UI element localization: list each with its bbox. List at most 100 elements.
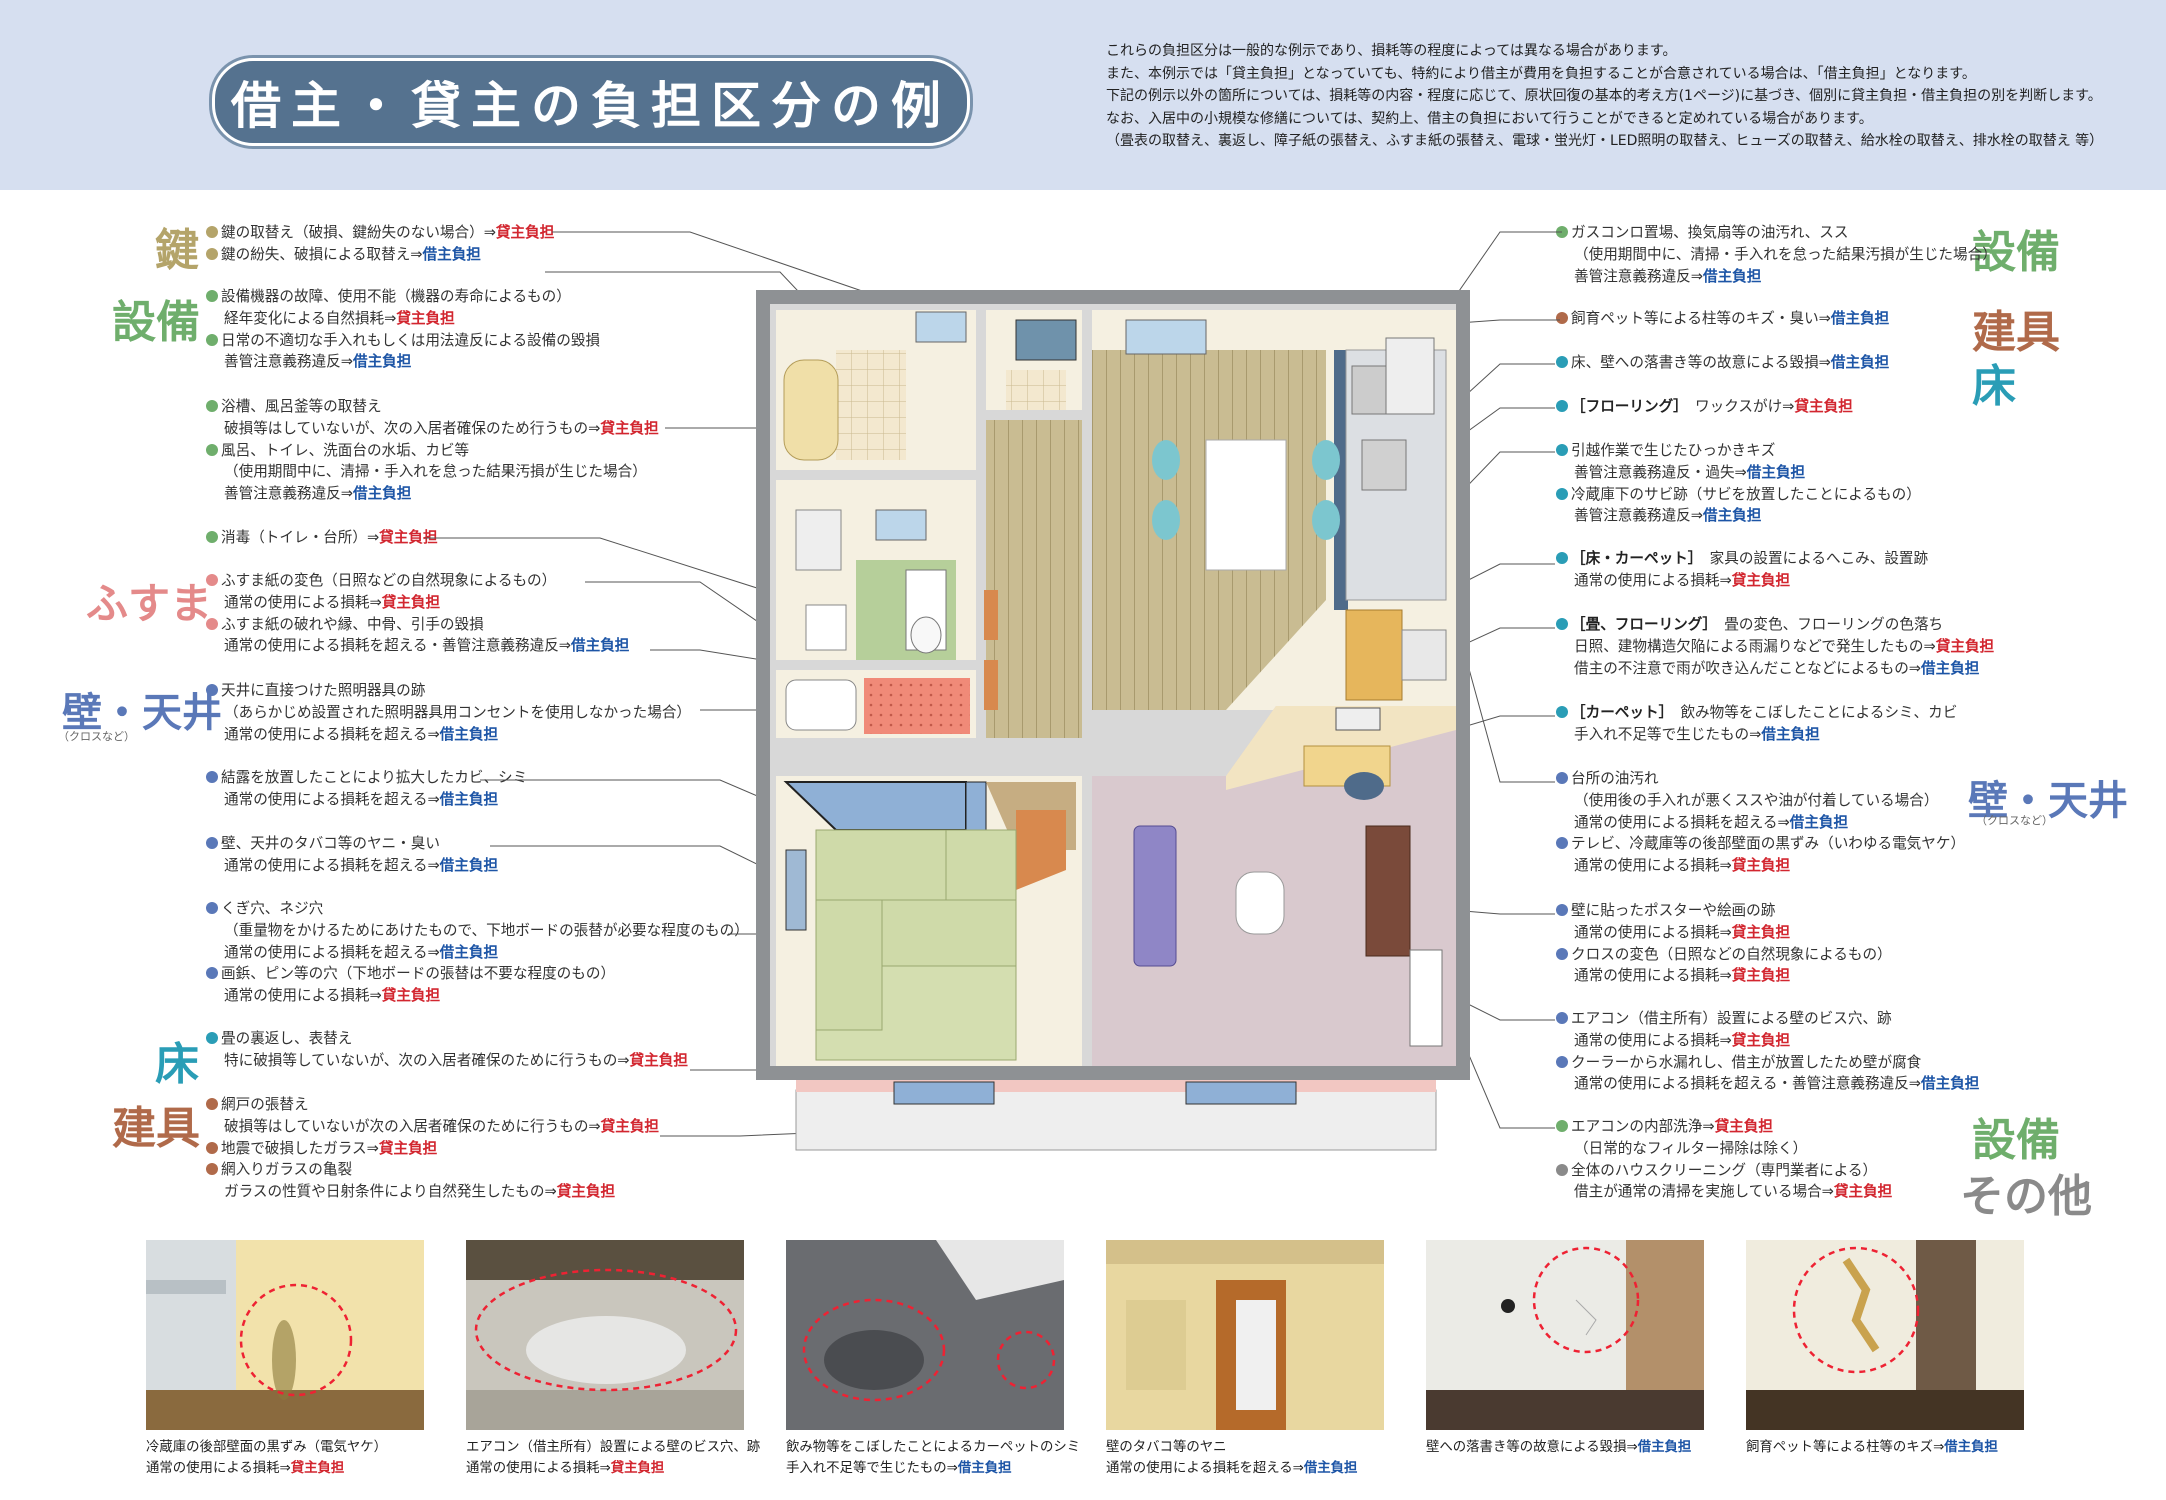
- annotation-line: ふすま紙の変色（日照などの自然現象によるもの）: [206, 570, 629, 592]
- annotation-bracket-label: ［床・カーペット］: [1571, 550, 1696, 567]
- annotation-line: 全体のハウスクリーニング（専門業者による）: [1556, 1160, 1892, 1182]
- landlord-burden-tag: 貸主負担: [600, 1117, 660, 1135]
- category-fixture: 建具: [112, 1103, 200, 1154]
- bullet-icon: [1556, 837, 1568, 850]
- tenant-burden-tag: 借主負担: [1746, 463, 1806, 481]
- dining-table: [1205, 439, 1287, 571]
- annotation-line: 通常の使用による損耗を超える⇒借主負担: [206, 855, 498, 877]
- sofa-icon: [1133, 825, 1177, 967]
- annotation-line: ふすま紙の破れや縁、中骨、引手の毀損: [206, 614, 629, 636]
- annotation-block: ［フローリング］ ワックスがけ⇒貸主負担: [1556, 396, 1853, 418]
- annotation-line: エアコン（借主所有）設置による壁のビス穴、跡: [1556, 1008, 1979, 1030]
- annotation-text: ガスコンロ置場、換気扇等の油汚れ、スス: [1571, 224, 1849, 241]
- tenant-burden-tag: 借主負担: [1921, 1075, 1980, 1093]
- annotation-line: クロスの変色（日照などの自然現象によるもの）: [1556, 944, 1892, 966]
- tenant-burden-tag: 借主負担: [439, 943, 499, 961]
- bullet-icon: [206, 531, 218, 543]
- annotation-block: 壁、天井のタバコ等のヤニ・臭い通常の使用による損耗を超える⇒借主負担: [206, 833, 498, 877]
- annotation-line: 通常の使用による損耗を超える⇒借主負担: [206, 724, 691, 746]
- annotation-text: 通常の使用による損耗を超える・善管注意義務違反⇒: [1574, 1075, 1922, 1093]
- annotation-block: くぎ穴、ネジ穴（重量物をかけるためにあけたもので、下地ボードの張替が必要な程度の…: [206, 898, 749, 1007]
- annotation-text: 特に破損等していないが、次の入居者確保のために行うもの⇒: [224, 1051, 630, 1069]
- annotation-text: 全体のハウスクリーニング（専門業者による）: [1571, 1161, 1878, 1179]
- annotation-line: 通常の使用による損耗⇒貸主負担: [1556, 965, 1892, 987]
- annotation-line: 壁に貼ったポスターや絵画の跡: [1556, 900, 1892, 922]
- annotation-line: 日照、建物構造欠陥による雨漏りなどで発生したもの⇒貸主負担: [1556, 636, 1994, 658]
- annotation-text: 通常の使用による損耗⇒: [1574, 1031, 1732, 1049]
- landlord-burden-tag: 貸主負担: [381, 593, 441, 611]
- landlord-burden-tag: 貸主負担: [1731, 1031, 1791, 1049]
- floor-plan-illustration: [756, 290, 1470, 1151]
- annotation-text: 結露を放置したことにより拡大したカビ、シミ: [221, 769, 528, 786]
- bullet-icon: [206, 400, 218, 412]
- category-fusuma: ふすま: [86, 579, 213, 628]
- bullet-icon: [206, 1141, 218, 1154]
- category-wall-note: （クロスなど）: [58, 730, 135, 743]
- annotation-line: 善管注意義務違反⇒借主負担: [1556, 505, 1921, 527]
- annotation-line: 善管注意義務違反⇒借主負担: [206, 351, 600, 373]
- bullet-icon: [206, 1032, 218, 1044]
- annotation-line: 特に破損等していないが、次の入居者確保のために行うもの⇒貸主負担: [206, 1050, 688, 1072]
- annotation-text: クーラーから水漏れし、借主が放置したため壁が腐食: [1571, 1053, 1922, 1071]
- bullet-icon: [206, 574, 218, 586]
- annotation-text: ワックスがけ⇒: [1680, 398, 1795, 415]
- annotation-line: 通常の使用による損耗⇒貸主負担: [1556, 922, 1892, 944]
- landlord-burden-tag: 貸主負担: [379, 529, 438, 546]
- bullet-icon: [1556, 772, 1568, 784]
- annotation-text: 地震で破損したガラス⇒: [221, 1139, 379, 1157]
- annotation-line: 借主が通常の清掃を実施している場合⇒貸主負担: [1556, 1181, 1892, 1203]
- tenant-burden-tag: 借主負担: [1789, 813, 1849, 831]
- annotation-text: 設備機器の故障、使用不能（機器の寿命によるもの）: [221, 288, 571, 305]
- annotation-text: 床、壁への落書き等の故意による毀損⇒: [1571, 354, 1831, 371]
- landlord-burden-tag: 貸主負担: [381, 987, 441, 1005]
- annotation-line: ［フローリング］ ワックスがけ⇒貸主負担: [1556, 396, 1853, 418]
- bullet-icon: [206, 443, 218, 456]
- bullet-icon: [206, 290, 218, 302]
- category-floor: 床: [155, 1039, 199, 1090]
- annotation-block: 消毒（トイレ・台所）⇒貸主負担: [206, 527, 438, 549]
- annotation-text: 風呂、トイレ、洗面台の水垢、カビ等: [221, 441, 470, 459]
- annotation-line: 畳の裏返し、表替え: [206, 1028, 688, 1050]
- annotation-line: クーラーから水漏れし、借主が放置したため壁が腐食: [1556, 1052, 1979, 1074]
- toilet-icon: [910, 616, 942, 654]
- annotation-line: （使用期間中に、清掃・手入れを怠った結果汚損が生じた場合）: [206, 461, 659, 483]
- annotation-text: （あらかじめ設置された照明器具用コンセントを使用しなかった場合）: [224, 703, 692, 721]
- bullet-icon: [1556, 552, 1568, 564]
- annotation-line: 鍵の紛失、破損による取替え⇒借主負担: [206, 244, 554, 266]
- photo-aircon-screw-marks: [466, 1240, 744, 1430]
- annotation-line: 通常の使用による損耗⇒貸主負担: [1556, 855, 1965, 877]
- bullet-icon: [1556, 312, 1568, 324]
- annotation-text: ふすま紙の変色（日照などの自然現象によるもの）: [221, 572, 557, 589]
- photo-caption: 壁への落書き等の故意による毀損⇒借主負担: [1426, 1440, 1692, 1455]
- annotation-text: 家具の設置によるへこみ、設置跡: [1695, 550, 1929, 567]
- annotation-text: 消毒（トイレ・台所）⇒: [221, 529, 380, 546]
- category-wall: 壁・天井: [62, 689, 222, 736]
- annotation-text: （使用期間中に、清掃・手入れを怠った結果汚損が生じた場合）: [224, 463, 647, 481]
- annotation-line: 通常の使用による損耗を超える⇒借主負担: [1556, 812, 1965, 834]
- header-notes: これらの負担区分は一般的な例示であり、損耗等の程度によっては異なる場合があります…: [1106, 40, 2156, 153]
- annotation-line: 日常の不適切な手入れもしくは用法違反による設備の毀損: [206, 330, 600, 352]
- annotation-line: 通常の使用による損耗⇒貸主負担: [1556, 570, 1928, 592]
- photo-caption: 飲み物等をこぼしたことによるカーペットのシミ 手入れ不足等で生じたもの⇒借主負担: [786, 1440, 1081, 1476]
- landlord-burden-tag: 貸主負担: [1935, 637, 1995, 655]
- annotation-line: （あらかじめ設置された照明器具用コンセントを使用しなかった場合）: [206, 702, 691, 724]
- annotation-text: 飲み物等をこぼしたことによるシミ、カビ: [1665, 704, 1958, 721]
- landlord-burden-tag: 貸主負担: [600, 419, 659, 437]
- bullet-icon: [206, 771, 218, 783]
- photo-pet-scratches: [1746, 1240, 2024, 1430]
- category-wall-note-right: （クロスなど）: [1976, 814, 2053, 827]
- header-band: 借主・貸主の負担区分の例 これらの負担区分は一般的な例示であり、損耗等の程度によ…: [0, 0, 2166, 190]
- bullet-icon: [1556, 444, 1568, 456]
- annotation-text: 通常の使用による損耗を超える⇒: [224, 856, 440, 874]
- annotation-text: 通常の使用による損耗を超える⇒: [224, 790, 440, 808]
- bullet-icon: [1556, 618, 1568, 630]
- tenant-burden-tag: 借主負担: [1702, 507, 1762, 525]
- annotation-line: ガラスの性質や日射条件により自然発生したもの⇒貸主負担: [206, 1181, 659, 1203]
- annotation-block: ガスコンロ置場、換気扇等の油汚れ、スス（使用期間中に、清掃・手入れを怠った結果汚…: [1556, 222, 1997, 287]
- annotation-text: 冷蔵庫下のサビ跡（サビを放置したことによるもの）: [1571, 485, 1921, 503]
- annotation-line: エアコンの内部洗浄⇒貸主負担: [1556, 1116, 1892, 1138]
- annotation-line: 風呂、トイレ、洗面台の水垢、カビ等: [206, 440, 659, 462]
- annotation-text: 網入りガラスの亀裂: [221, 1161, 353, 1179]
- annotation-text: 通常の使用による損耗⇒: [224, 987, 382, 1005]
- annotation-line: 冷蔵庫下のサビ跡（サビを放置したことによるもの）: [1556, 484, 1921, 506]
